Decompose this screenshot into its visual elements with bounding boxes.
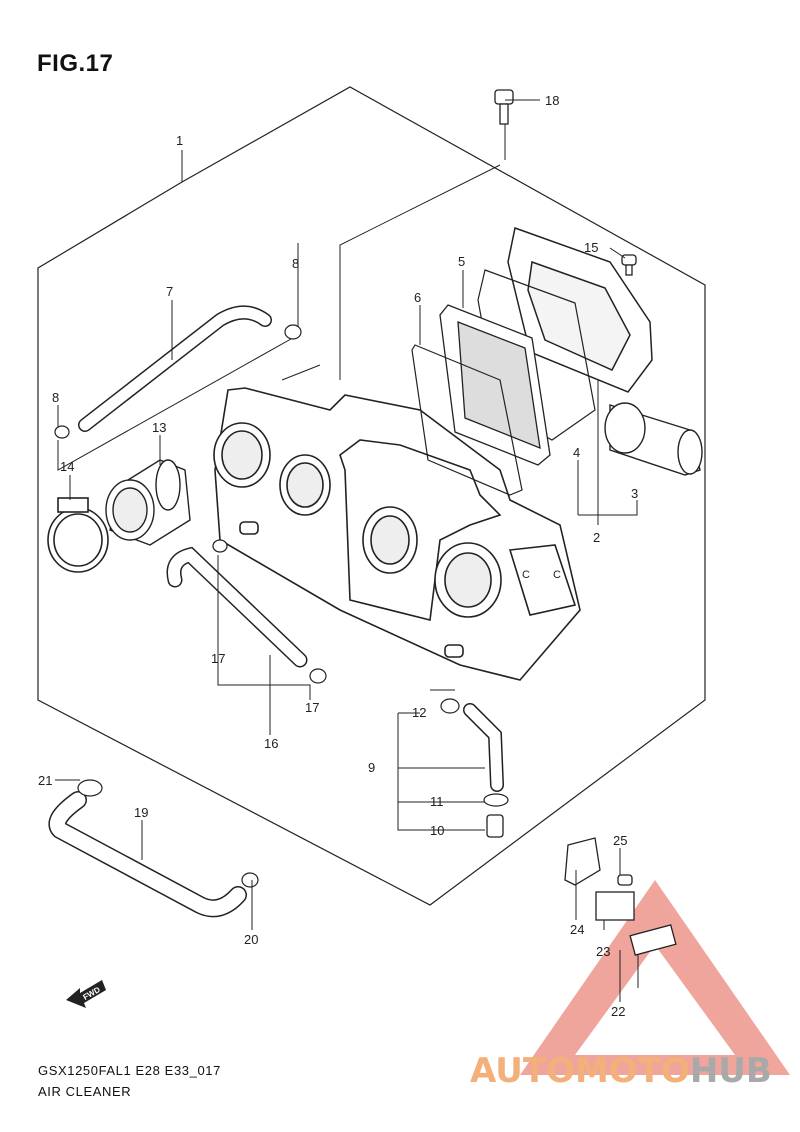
callout-15: 15	[584, 240, 598, 255]
watermark-part-a: AUTOMOTO	[470, 1051, 690, 1091]
callout-13: 13	[152, 420, 166, 435]
joint-13	[105, 459, 191, 546]
callout-17-right: 17	[305, 700, 319, 715]
callout-21: 21	[38, 773, 52, 788]
figure-title: FIG.17	[37, 50, 114, 77]
bracket-24	[564, 837, 601, 886]
callout-5: 5	[458, 254, 465, 269]
svg-text:C: C	[553, 569, 561, 581]
model-code: GSX1250FAL1 E28 E33_017	[38, 1063, 221, 1078]
callout-11: 11	[430, 794, 444, 809]
svg-text:C: C	[522, 569, 530, 581]
callout-9: 9	[368, 760, 375, 775]
callout-20: 20	[244, 932, 258, 947]
bolt-18	[494, 89, 514, 125]
callout-22: 22	[611, 1004, 625, 1019]
air-cleaner-cover	[507, 227, 653, 393]
fwd-arrow-icon: FWD	[66, 980, 106, 1008]
seal-gasket	[477, 269, 596, 441]
watermark-logo	[520, 880, 790, 1075]
clamp-14	[47, 497, 109, 573]
callout-10: 10	[430, 823, 444, 838]
callout-18: 18	[545, 93, 559, 108]
callout-1: 1	[176, 133, 183, 148]
callout-16: 16	[264, 736, 278, 751]
gasket	[411, 344, 523, 496]
callout-4: 4	[573, 445, 580, 460]
callout-19: 19	[134, 805, 148, 820]
callout-24: 24	[570, 922, 584, 937]
air-cleaner-box: C C	[213, 387, 581, 681]
inner-boundary	[339, 164, 501, 380]
connector-22	[629, 924, 677, 956]
callout-6: 6	[414, 290, 421, 305]
filter-element	[439, 304, 551, 466]
bolt-25	[617, 874, 633, 886]
callout-labels: 1 2 3 4 5 6 7 8 8 9 10 11 12 13 14 15 16…	[38, 93, 638, 1019]
callout-7: 7	[166, 284, 173, 299]
drain-plug-10	[486, 814, 504, 838]
callout-8-upper: 8	[292, 256, 299, 271]
callout-12: 12	[412, 705, 426, 720]
watermark-text: AUTOMOTOHUB	[470, 1051, 772, 1091]
section-name: AIR CLEANER	[38, 1084, 132, 1099]
watermark-part-b: HUB	[690, 1051, 772, 1091]
callout-23: 23	[596, 944, 610, 959]
callout-25: 25	[613, 833, 627, 848]
leader-lines	[55, 99, 639, 1002]
connector-23	[595, 891, 635, 921]
callout-17-left: 17	[211, 651, 225, 666]
screw-15	[621, 254, 637, 276]
assembly-boundary	[37, 86, 706, 906]
callout-8-lower: 8	[52, 390, 59, 405]
clip-parts	[54, 324, 509, 888]
callout-3: 3	[631, 486, 638, 501]
intake-funnel	[604, 402, 703, 476]
callout-2: 2	[593, 530, 600, 545]
callout-14: 14	[60, 459, 74, 474]
